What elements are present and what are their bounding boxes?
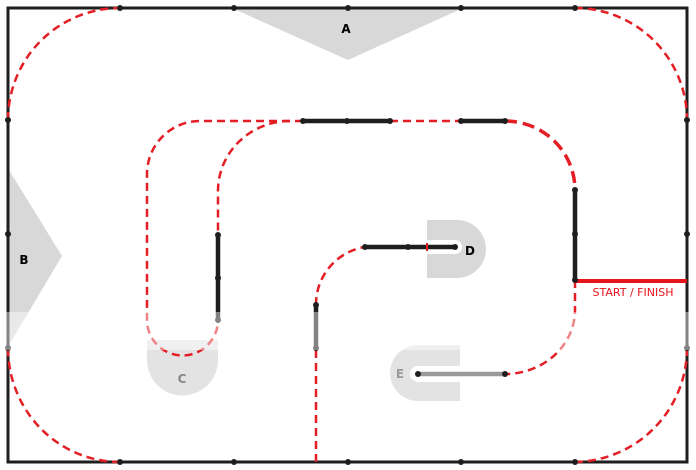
junction-dot <box>300 118 306 124</box>
junction-dot <box>684 231 690 237</box>
junction-dot <box>572 231 578 237</box>
junction-dot <box>572 277 578 283</box>
junction-dot <box>684 345 690 351</box>
junction-dot <box>684 117 690 123</box>
junction-dot <box>405 244 411 250</box>
start-finish-label: START / FINISH <box>593 286 674 299</box>
junction-dot <box>572 459 578 465</box>
junction-dot <box>117 459 123 465</box>
junction-dot <box>458 459 464 465</box>
outer-track-frame <box>6 6 689 464</box>
label-a: A <box>341 22 351 36</box>
junction-dot <box>215 275 221 281</box>
junction-dot <box>387 118 393 124</box>
inner-top-left-inner <box>216 119 291 235</box>
junction-dot <box>502 118 508 124</box>
junction-dot <box>313 345 319 351</box>
junction-dot <box>572 5 578 11</box>
junction-dot <box>5 231 11 237</box>
junction-dot <box>458 118 464 124</box>
junction-dot <box>572 187 578 193</box>
inner-right-lower <box>504 280 577 376</box>
label-b: B <box>19 253 28 267</box>
junction-dot <box>458 5 464 11</box>
outer-corner-bottom-left <box>6 347 121 464</box>
junction-dot <box>502 371 508 377</box>
junction-dot <box>415 371 421 377</box>
outer-corner-top-right <box>574 6 689 121</box>
junction-dot <box>345 5 351 11</box>
junction-dot <box>344 118 350 124</box>
junction-dot <box>231 459 237 465</box>
zone-a <box>234 9 461 60</box>
junction-dot <box>5 345 11 351</box>
label-e: E <box>396 367 404 381</box>
outer-corner-top-left <box>6 6 121 121</box>
junction-dot <box>215 232 221 238</box>
watermark-band <box>0 312 696 350</box>
junction-dot <box>231 5 237 11</box>
label-c: C <box>178 372 187 386</box>
junction-dot <box>345 459 351 465</box>
inner-curve-to-d <box>314 245 366 306</box>
outer-corner-bottom-right <box>574 347 689 464</box>
junction-dot <box>215 317 221 323</box>
zone-b <box>9 170 62 345</box>
label-d: D <box>465 244 475 258</box>
junction-dot <box>452 244 458 250</box>
inner-top-left-outer <box>145 119 303 357</box>
inner-top-right-curve <box>504 119 577 191</box>
junction-dot <box>362 244 368 250</box>
zone-c <box>147 340 218 396</box>
junction-dot <box>5 117 11 123</box>
junction-dot <box>117 5 123 11</box>
junction-dot <box>313 302 319 308</box>
